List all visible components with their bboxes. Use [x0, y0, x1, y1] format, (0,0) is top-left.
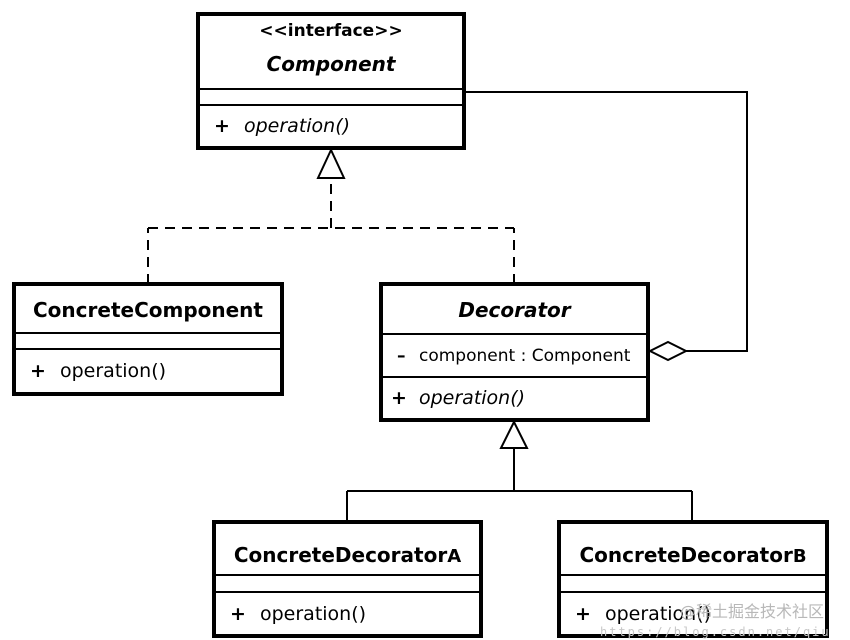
concrete-decorator-a-class: ConcreteDecoratorA + operation()	[212, 520, 483, 638]
visibility-public: +	[575, 602, 591, 625]
class-name: ConcreteDecorator	[579, 543, 793, 567]
class-name: Component	[266, 52, 396, 76]
aggregation-line	[462, 91, 748, 352]
attribute-label: component : Component	[419, 345, 631, 366]
realization-arrowhead	[316, 147, 346, 179]
watermark-url: https://blog.csdn.net/qiu	[600, 625, 831, 639]
visibility-public: +	[391, 387, 407, 409]
visibility-public: +	[230, 602, 246, 625]
operations-section: + operation()	[383, 378, 646, 418]
attributes-section: – component : Component	[383, 335, 646, 378]
visibility-public: +	[214, 115, 230, 137]
component-class: <<interface>> Component + operation()	[196, 12, 466, 150]
stereotype-label: <<interface>>	[259, 21, 403, 41]
watermark: @稀土掘金技术社区	[680, 602, 825, 621]
operation-label: operation()	[260, 602, 367, 625]
class-name: Decorator	[458, 298, 571, 322]
class-name-suffix: A	[447, 546, 462, 567]
generalization-connector	[346, 448, 693, 522]
aggregation-diamond	[647, 340, 689, 362]
generalization-arrowhead	[499, 419, 529, 449]
operation-label: operation()	[60, 360, 167, 382]
decorator-class: Decorator – component : Component + oper…	[379, 282, 650, 422]
attributes-section	[216, 576, 479, 593]
decorator-header: Decorator	[383, 286, 646, 335]
class-name: ConcreteDecorator	[233, 543, 448, 567]
concrete-decorator-b-class: ConcreteDecoratorB + operation()	[557, 520, 829, 638]
realization-connector	[147, 178, 515, 284]
attributes-section	[561, 576, 825, 593]
concrete-component-class: ConcreteComponent + operation()	[12, 282, 284, 396]
operations-section: + operation()	[561, 593, 825, 634]
concrete-decorator-b-header: ConcreteDecoratorB	[561, 524, 825, 576]
visibility-private: –	[397, 345, 406, 366]
concrete-component-header: ConcreteComponent	[16, 286, 280, 334]
operation-label: operation()	[419, 387, 526, 409]
visibility-public: +	[30, 360, 46, 382]
operations-section: + operation()	[16, 350, 280, 392]
attributes-section	[200, 90, 462, 106]
component-header: <<interface>> Component	[200, 16, 462, 90]
operation-label: operation()	[605, 602, 712, 625]
operation-label: operation()	[244, 115, 351, 137]
operations-section: + operation()	[200, 106, 462, 146]
class-name: ConcreteComponent	[33, 298, 263, 322]
concrete-decorator-a-header: ConcreteDecoratorA	[216, 524, 479, 576]
class-name-suffix: B	[792, 546, 807, 567]
operations-section: + operation()	[216, 593, 479, 634]
attributes-section	[16, 334, 280, 350]
